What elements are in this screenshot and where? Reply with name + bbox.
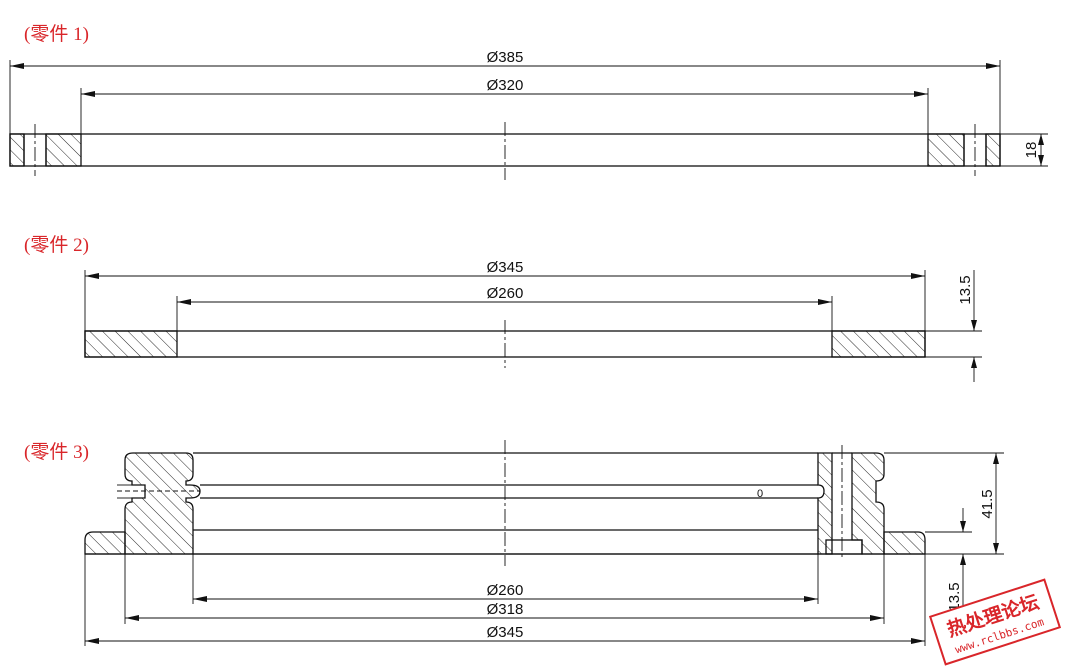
dim-flange-3: 13.5 [946, 582, 963, 611]
part-1-section-right-a [927, 133, 965, 167]
part-3-flange-right [883, 531, 926, 555]
part-2-section-left [84, 330, 178, 358]
dim-inner-diameter-2: Ø260 [487, 285, 524, 302]
part-1-section-left-b [45, 133, 82, 167]
part-3-label: (零件 3) [24, 441, 89, 463]
dim-inner-diameter-1: Ø320 [487, 77, 524, 94]
part-1-label: (零件 1) [24, 23, 89, 45]
part-3-section-right-inner [817, 452, 833, 555]
part-3-section-right-outer [851, 452, 885, 555]
part-3-flange-left [84, 531, 126, 555]
part-1-section-right-b [985, 133, 1001, 167]
dim-outer-diameter-1: Ø385 [487, 49, 524, 66]
part-2-label: (零件 2) [24, 234, 89, 256]
part-3-mark: 0 [757, 488, 763, 500]
dim-height-3: 41.5 [979, 489, 996, 518]
dim-d1-3: Ø260 [487, 582, 524, 599]
part-1-section-left-a [9, 133, 25, 167]
part-1: (零件 1) Ø385 Ø320 18 [9, 23, 1048, 180]
part-3-section-left [124, 452, 201, 555]
dim-d2-3: Ø318 [487, 601, 524, 618]
dim-thickness-2: 13.5 [957, 275, 974, 304]
watermark-frame [928, 578, 1062, 666]
part-2: (零件 2) Ø345 Ø260 13.5 [24, 234, 982, 382]
dim-thickness-1: 18 [1023, 142, 1040, 159]
part-3-counterbore [825, 539, 863, 555]
part-2-section-right [831, 330, 926, 358]
dim-outer-diameter-2: Ø345 [487, 259, 524, 276]
part-3: (零件 3) 0 41.5 13.5 [24, 440, 1004, 646]
dim-d3-3: Ø345 [487, 624, 524, 641]
